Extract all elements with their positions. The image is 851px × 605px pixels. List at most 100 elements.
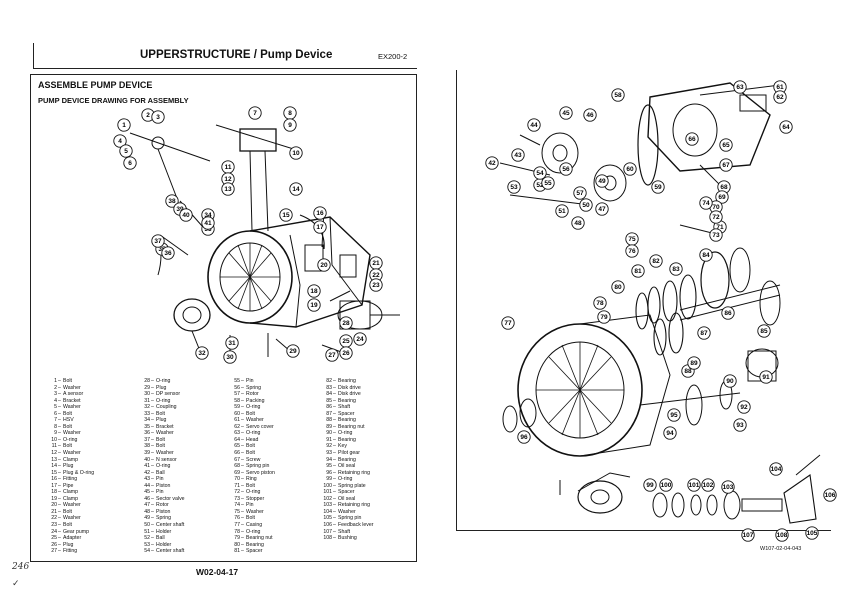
callout-bubble [759, 370, 773, 384]
separator-dash: – [151, 522, 154, 529]
separator-dash: – [151, 508, 154, 515]
parts-list-row: 72–O-ring [229, 489, 275, 496]
part-name: O-ring [156, 378, 171, 384]
part-number: 34 [144, 417, 150, 424]
part-name: Washer [156, 450, 174, 457]
callout-bubble [573, 186, 587, 200]
part-number: 7 [54, 417, 57, 424]
part-name: Disk drive [338, 391, 361, 398]
part-number: 96 [326, 469, 332, 476]
part-name: Pipe [63, 482, 74, 489]
callout-number: 66 [688, 136, 696, 143]
part-number: 28 [144, 378, 150, 384]
separator-dash: – [333, 502, 336, 509]
separator-dash: – [151, 378, 154, 384]
callout-number: 42 [488, 160, 496, 167]
callout-bubble [719, 158, 733, 172]
callout-bubble [119, 144, 133, 158]
part-name: Washer [246, 417, 264, 424]
separator-dash: – [241, 541, 244, 548]
separator-dash: – [333, 508, 336, 515]
callout-number: 19 [310, 302, 318, 309]
callout-bubble [597, 310, 611, 324]
part-number: 95 [326, 463, 332, 470]
part-number: 100 [323, 482, 332, 489]
callout-bubble [719, 138, 733, 152]
callout-bubble [697, 326, 711, 340]
separator-dash: – [58, 430, 61, 437]
parts-list-row: 6–Bolt [46, 411, 94, 418]
separator-dash: – [58, 417, 61, 424]
parts-list-row: 85–Bearing [321, 398, 373, 405]
callout-bubble [757, 324, 771, 338]
part-name: A sensor [63, 391, 84, 398]
part-name: Washer [63, 450, 81, 457]
separator-dash: – [333, 456, 336, 463]
separator-dash: – [333, 515, 336, 522]
callout-number: 50 [582, 202, 590, 209]
part-number: 107 [323, 528, 332, 535]
callout-bubble [195, 346, 209, 360]
callout-number: 106 [825, 492, 836, 499]
parts-list-row: 59–O-ring [229, 404, 275, 411]
callout-bubble [611, 280, 625, 294]
parts-list-row: 24–Gear pump [46, 529, 94, 536]
part-number: 94 [326, 456, 332, 463]
part-name: Bolt [246, 443, 255, 450]
callout-bubble [555, 204, 569, 218]
callout-number: 28 [342, 320, 350, 327]
part-number: 61 [234, 417, 240, 424]
page-header-title: UPPERSTRUCTURE / Pump Device [140, 49, 333, 61]
separator-dash: – [241, 489, 244, 496]
part-name: Center shaft [156, 522, 185, 529]
part-name: Bolt [246, 410, 255, 417]
part-name: Bolt [246, 450, 255, 457]
part-name: Clamp [63, 495, 78, 502]
parts-list-row: 83–Disk drive [321, 385, 373, 392]
parts-list-row: 108–Bushing [321, 535, 373, 542]
callout-bubble [625, 244, 639, 258]
callout-bubble [559, 162, 573, 176]
callout-number: 84 [702, 252, 710, 259]
part-name: Gear pump [63, 528, 89, 535]
callout-bubble [485, 156, 499, 170]
callout-bubble [699, 248, 713, 262]
separator-dash: – [151, 502, 154, 509]
callout-bubble [805, 526, 819, 540]
part-name: Oil seal [338, 463, 356, 470]
separator-dash: – [333, 436, 336, 443]
callout-bubble [279, 208, 293, 222]
callout-bubble [161, 246, 175, 260]
separator-dash: – [58, 443, 61, 450]
callout-bubble [651, 180, 665, 194]
parts-list-row: 21–Bolt [46, 509, 94, 516]
callout-number: 6 [128, 160, 132, 167]
part-name: Pin [156, 476, 164, 483]
callout-number: 99 [646, 482, 654, 489]
callout-bubble [659, 478, 673, 492]
part-name: Adapter [63, 535, 82, 542]
part-number: 27 [51, 548, 57, 555]
part-name: Piston [156, 482, 171, 489]
callout-number: 15 [282, 212, 290, 219]
parts-list-row: 5–Washer [46, 404, 94, 411]
callout-number: 71 [716, 224, 724, 231]
part-name: Ring [246, 476, 257, 483]
separator-dash: – [58, 515, 61, 522]
part-name: Shaft [338, 404, 351, 411]
callout-bubble [721, 480, 735, 494]
separator-dash: – [58, 404, 61, 411]
separator-dash: – [151, 482, 154, 489]
part-name: Feedback lever [338, 522, 374, 529]
callout-number: 63 [736, 84, 744, 91]
part-number: 8 [54, 423, 57, 430]
left-page: UPPERSTRUCTURE / Pump Device EX200-2 ASS… [12, 43, 417, 588]
callout-bubble [353, 332, 367, 346]
part-name: Rotor [156, 502, 169, 509]
part-name: Coupling [156, 404, 177, 411]
callout-bubble [541, 176, 555, 190]
callout-number: 103 [723, 484, 734, 491]
callout-bubble [733, 80, 747, 94]
part-name: Bearing [338, 436, 356, 443]
